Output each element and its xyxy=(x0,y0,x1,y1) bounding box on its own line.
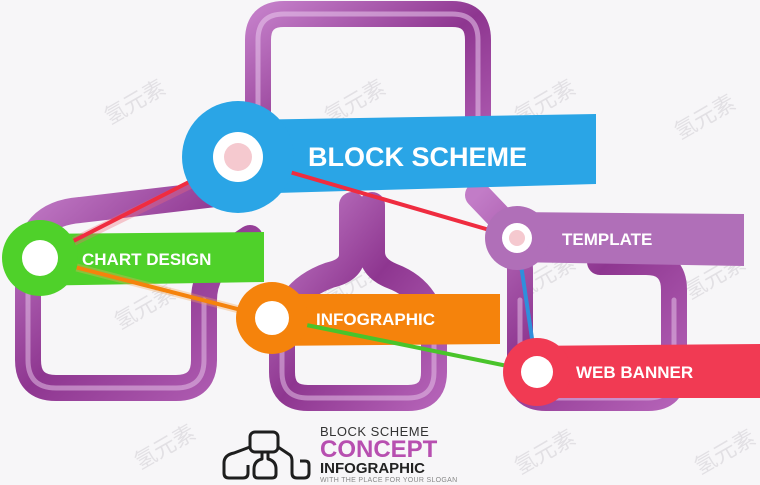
watermark-1: 氢元素 xyxy=(101,76,171,131)
pipe-middle-bulb-highlight xyxy=(279,337,437,401)
pipe-left-box-highlight xyxy=(25,267,207,391)
ribbon-template xyxy=(510,212,744,266)
link-infographic-web-banner xyxy=(270,316,539,374)
node-block-scheme xyxy=(182,101,294,213)
watermark-10: 氢元素 xyxy=(511,426,581,481)
label-block-scheme: BLOCK SCHEME xyxy=(308,142,527,172)
label-infographic: INFOGRAPHIC xyxy=(316,310,435,329)
node-web-banner xyxy=(503,338,571,406)
block-scheme-mark-icon xyxy=(222,430,311,480)
ribbon-layer xyxy=(22,114,760,398)
label-layer: BLOCK SCHEME CHART DESIGN TEMPLATE INFOG… xyxy=(82,142,693,382)
watermark-4: 氢元素 xyxy=(671,91,741,146)
footer-line-slogan: WITH THE PLACE FOR YOUR SLOGAN xyxy=(320,477,458,484)
ribbon-block-scheme xyxy=(240,114,596,194)
label-chart-design: CHART DESIGN xyxy=(82,250,211,269)
node-chart-design xyxy=(2,220,78,296)
node-template xyxy=(485,206,549,270)
ribbon-infographic xyxy=(262,294,500,346)
label-web-banner: WEB BANNER xyxy=(576,363,693,382)
footer-line-block-scheme: BLOCK SCHEME xyxy=(320,424,430,439)
footer-text: BLOCK SCHEME CONCEPT INFOGRAPHIC WITH TH… xyxy=(320,425,480,485)
node-layer xyxy=(2,101,571,406)
label-template: TEMPLATE xyxy=(562,230,652,249)
footer-line-infographic: INFOGRAPHIC xyxy=(320,460,425,477)
footer-line-concept: CONCEPT xyxy=(320,436,438,463)
ribbon-web-banner xyxy=(520,344,760,398)
watermark-11: 氢元素 xyxy=(691,426,760,481)
link-chart-design-infographic xyxy=(38,256,274,320)
ribbon-chart-design xyxy=(22,232,264,286)
watermark-9: 氢元素 xyxy=(131,421,201,476)
footer-logo: BLOCK SCHEME CONCEPT INFOGRAPHIC WITH TH… xyxy=(220,425,480,485)
node-infographic xyxy=(236,282,308,354)
pipe-top-box-highlight xyxy=(255,11,481,173)
